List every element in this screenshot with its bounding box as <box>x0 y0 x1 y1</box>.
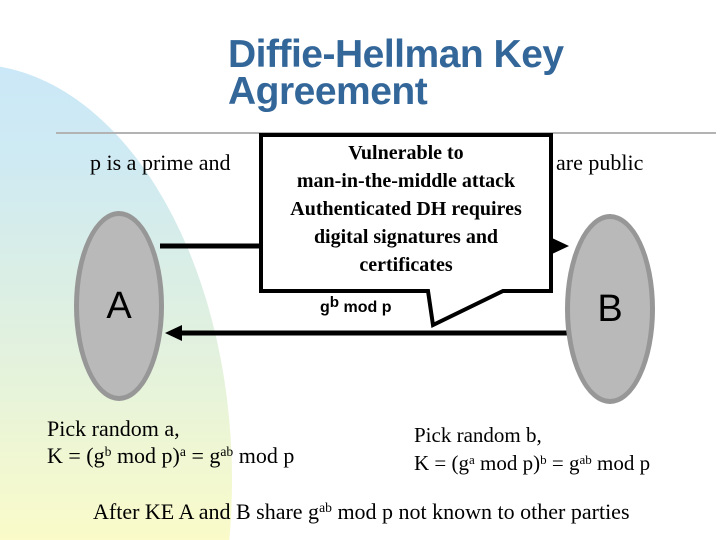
premise-text-right: are public <box>556 150 644 175</box>
title-line-1: Diffie-Hellman Key <box>228 33 564 76</box>
callout-line-4: digital signatures and <box>313 226 499 248</box>
formula-segment: mod p <box>591 451 651 475</box>
callout-line-5: certificates <box>359 254 453 276</box>
formula-exponent: a <box>469 451 475 467</box>
title-line-2: Agreement <box>228 70 428 113</box>
party-a-label: A <box>106 284 132 327</box>
formula-segment: mod p) <box>111 443 180 468</box>
arrow-left-icon <box>165 325 182 341</box>
message-rest: mod p <box>339 299 392 316</box>
formula-segment: mod p <box>233 443 295 468</box>
note-b-formula: K = (ga mod p)b = gab mod p <box>414 449 650 480</box>
arrow-b-to-a <box>165 325 568 341</box>
formula-segment: mod p) <box>474 451 541 475</box>
note-a-formula: K = (gb mod p)a = gab mod p <box>47 442 294 472</box>
message-base: g <box>320 299 330 316</box>
footer-segment: mod p not known to other parties <box>331 499 630 524</box>
footer-summary: After KE A and B share gab mod p not kno… <box>93 499 630 525</box>
footer-segment: After KE A and B share g <box>93 499 320 524</box>
note-b-line-1: Pick random b, <box>414 423 542 447</box>
message-gb-mod-p-label: gb mod p <box>320 294 392 317</box>
party-b-node: B <box>565 214 655 404</box>
formula-exponent: b <box>540 451 547 467</box>
callout-line-2: man-in-the-middle attack <box>296 170 516 192</box>
party-a-node: A <box>74 211 164 401</box>
footer-exponent: ab <box>319 500 332 516</box>
message-exponent: b <box>329 293 340 311</box>
note-party-b: Pick random b, K = (ga mod p)b = gab mod… <box>414 421 650 480</box>
callout-line-1: Vulnerable to <box>348 142 464 164</box>
note-a-line-1: Pick random a, <box>47 416 180 441</box>
note-party-a: Pick random a, K = (gb mod p)a = gab mod… <box>47 415 294 472</box>
formula-segment: K = (g <box>414 451 470 475</box>
party-b-label: B <box>597 287 623 330</box>
callout-text: Vulnerable to man-in-the-middle attack A… <box>263 139 549 279</box>
callout-bubble-shape <box>259 133 553 328</box>
formula-exponent: ab <box>579 451 592 467</box>
callout-line-3: Authenticated DH requires <box>290 198 522 220</box>
formula-segment: = g <box>546 451 580 475</box>
slide-title: Diffie-Hellman Key Agreement <box>228 33 564 113</box>
arrow-right-icon <box>552 238 569 254</box>
formula-exponent: b <box>104 444 112 460</box>
premise-text-left: p is a prime and <box>90 150 231 175</box>
formula-segment: K = (g <box>47 443 105 468</box>
formula-segment: = g <box>185 443 221 468</box>
formula-exponent: ab <box>220 444 234 460</box>
formula-exponent: a <box>179 444 186 460</box>
